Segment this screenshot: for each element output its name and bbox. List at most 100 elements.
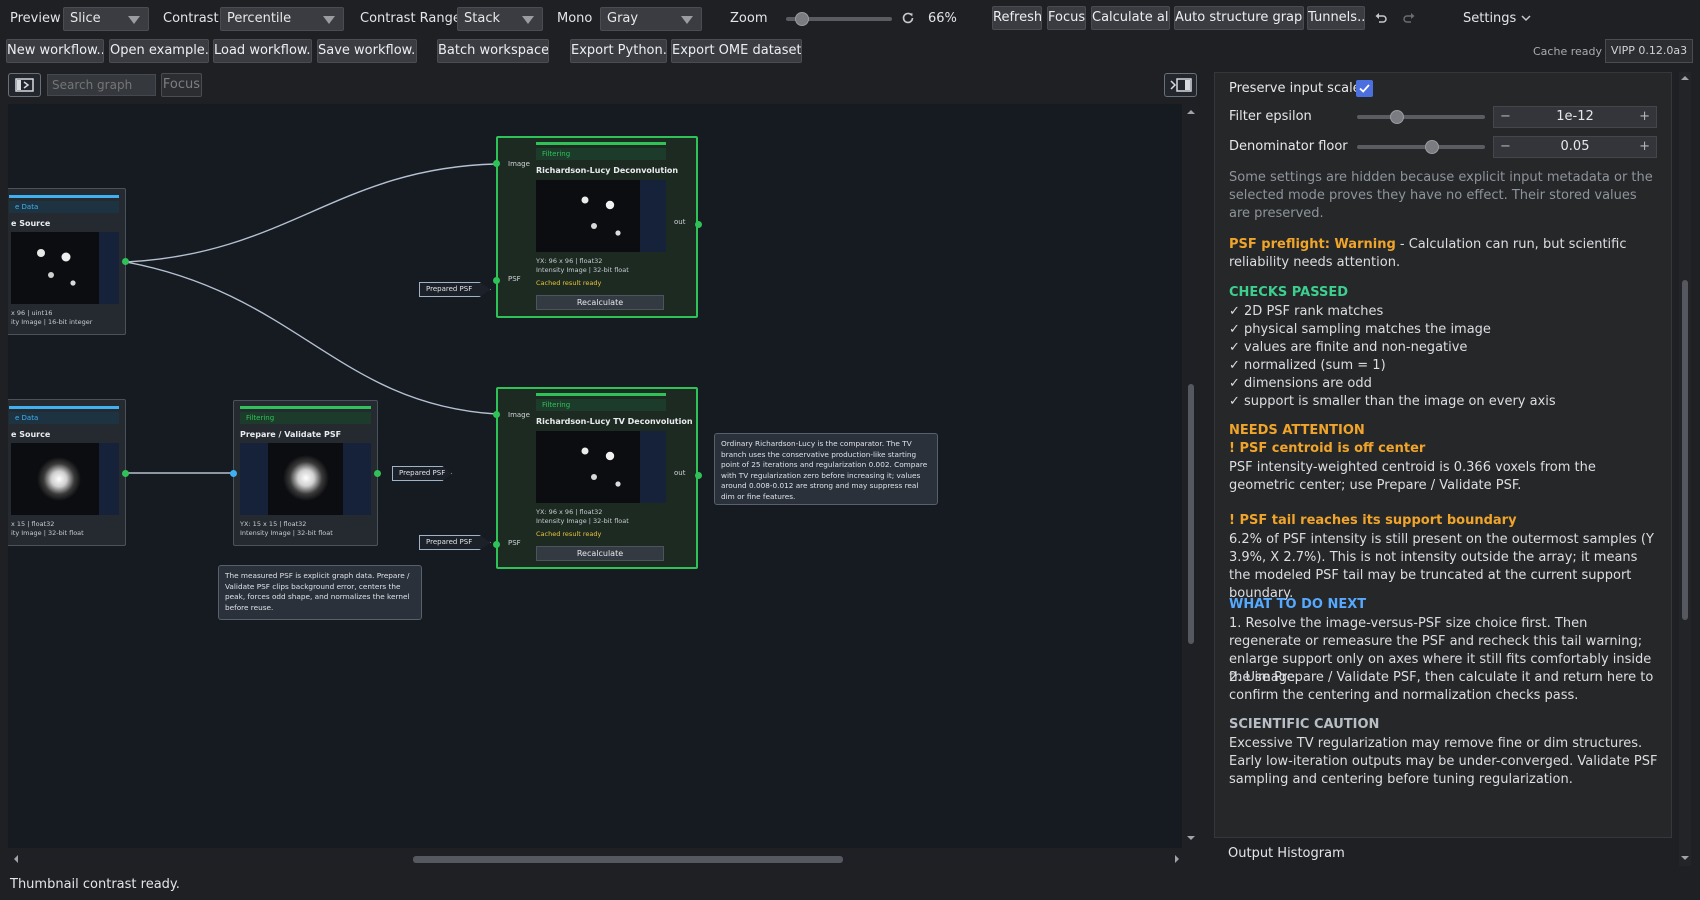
check-item: ✓ physical sampling matches the image [1229,322,1491,337]
plus-icon[interactable]: + [1639,109,1650,124]
minus-icon[interactable]: − [1500,109,1511,124]
port-in-image-rl[interactable] [493,160,500,167]
toggle-sidebar-button[interactable] [8,73,41,97]
settings-label[interactable]: Settings [1463,11,1517,26]
export-python-button[interactable]: Export Python... [570,39,667,63]
canvas-hscroll-thumb[interactable] [413,856,843,863]
scroll-down-icon[interactable] [1679,852,1691,864]
focus-button[interactable]: Focus [1047,6,1086,30]
slider-thumb[interactable] [1390,110,1404,124]
node-richardson-lucy[interactable]: Filtering Richardson-Lucy Deconvolution … [496,136,698,318]
contrast-select[interactable]: Percentile [220,7,344,31]
inspector-toggle-icon [1170,78,1192,92]
scroll-up-icon[interactable] [1679,72,1691,84]
port-label-image: Image [508,411,530,419]
search-graph-input[interactable] [47,74,156,96]
canvas-vertical-scrollbar[interactable] [1185,104,1197,848]
scroll-down-icon[interactable] [1185,832,1197,844]
tunnels-button[interactable]: Tunnels... [1307,6,1365,30]
node-image-source[interactable]: e Data e Source x 96 | uint16 ity Image … [8,188,126,335]
node-meta-shape: YX: 15 x 15 | float32 [240,520,307,528]
contrast-range-select-value: Stack [464,11,500,26]
inspector-panel: Preserve input scale Filter epsilon − 1e… [1214,72,1672,838]
node-richardson-lucy-tv[interactable]: Filtering Richardson-Lucy TV Deconvoluti… [496,387,698,569]
port-out-rltv[interactable] [695,472,702,479]
auto-structure-graph-button[interactable]: Auto structure graph [1174,6,1304,30]
port-in-psf-rltv[interactable] [493,541,500,548]
mono-select[interactable]: Gray [600,7,702,31]
save-workflow-button[interactable]: Save workflow... [317,39,417,63]
port-in-image-rltv[interactable] [493,411,500,418]
new-workflow-button[interactable]: New workflow... [6,39,104,63]
preview-select-value: Slice [70,11,101,26]
refresh-button[interactable]: Refresh [992,6,1042,30]
prepared-psf-input-tag[interactable]: Prepared PSF [419,535,491,550]
node-title: e Source [11,430,51,439]
prepared-psf-input-tag[interactable]: Prepared PSF [419,282,491,297]
port-in-prepare[interactable] [230,470,237,477]
minus-icon[interactable]: − [1500,139,1511,154]
preserve-input-scale-checkbox[interactable] [1356,80,1373,97]
what-to-do-next-heading: WHAT TO DO NEXT [1229,597,1367,612]
slider-thumb[interactable] [1425,140,1439,154]
scientific-caution-heading: SCIENTIFIC CAUTION [1229,717,1380,732]
batch-workspace-button[interactable]: Batch workspace... [437,39,549,63]
graph-edges [125,163,497,474]
mono-select-value: Gray [607,11,639,26]
undo-icon[interactable] [1374,11,1388,25]
denominator-floor-label: Denominator floor [1229,139,1348,154]
sidebar-toggle-icon [15,78,34,92]
scroll-left-icon[interactable] [10,853,22,865]
recalculate-button[interactable]: Recalculate [536,546,664,561]
preview-select[interactable]: Slice [63,7,149,31]
hidden-settings-note: Some settings are hidden because explici… [1229,170,1653,221]
canvas-vscroll-thumb[interactable] [1188,384,1194,644]
output-histogram-heading[interactable]: Output Histogram [1228,846,1345,861]
node-meta-shape: x 15 | float32 [11,520,55,528]
calculate-all-button[interactable]: Calculate all [1091,6,1170,30]
check-item: ✓ 2D PSF rank matches [1229,304,1384,319]
node-title: Richardson-Lucy Deconvolution [536,166,679,175]
open-example-button[interactable]: Open example... [109,39,209,63]
load-workflow-button[interactable]: Load workflow... [213,39,312,63]
redo-icon[interactable] [1402,11,1416,25]
node-category-bar [536,393,666,396]
port-out-source1[interactable] [122,258,129,265]
plus-icon[interactable]: + [1639,139,1650,154]
filter-epsilon-spinbox[interactable]: − 1e-12 + [1493,106,1657,128]
node-thumbnail [11,443,119,515]
note-tv-comparison[interactable]: Ordinary Richardson-Lucy is the comparat… [714,433,938,505]
port-out-source2[interactable] [122,470,129,477]
preview-label: Preview [10,11,61,26]
contrast-range-select[interactable]: Stack [457,7,543,31]
chevron-down-icon [323,16,335,24]
port-out-rl[interactable] [695,221,702,228]
prepared-psf-output-tag[interactable]: Prepared PSF [392,466,452,481]
preserve-input-scale-label: Preserve input scale [1229,81,1361,96]
scroll-right-icon[interactable] [1171,853,1183,865]
toggle-inspector-button[interactable] [1164,73,1197,97]
scientific-caution-text: Excessive TV regularization may remove f… [1229,736,1658,787]
node-meta-type: ity Image | 32-bit float [11,529,84,537]
export-ome-dataset-button[interactable]: Export OME dataset... [671,39,802,63]
graph-focus-button[interactable]: Focus [161,73,202,97]
panel-vertical-scrollbar[interactable] [1679,72,1691,866]
panel-vscroll-thumb[interactable] [1682,280,1688,620]
node-psf-source[interactable]: e Data e Source x 15 | float32 ity Image… [8,399,126,546]
denominator-floor-spinbox[interactable]: − 0.05 + [1493,136,1657,158]
note-psf-explanation[interactable]: The measured PSF is explicit graph data.… [218,565,422,620]
graph-canvas[interactable]: e Data e Source x 96 | uint16 ity Image … [8,104,1182,848]
next-step-1: 1. Resolve the image-versus-PSF size cho… [1229,616,1652,685]
port-label-psf: PSF [508,275,521,283]
chevron-down-icon[interactable] [1520,13,1532,23]
recalculate-button[interactable]: Recalculate [536,295,664,310]
zoom-slider-thumb[interactable] [795,12,810,26]
psf-preflight-text: - Calculation can run, but scientific re… [1229,237,1627,270]
psf-preflight-status: PSF preflight: Warning - Calculation can… [1229,236,1659,272]
canvas-horizontal-scrollbar[interactable] [8,853,1185,865]
node-prepare-validate-psf[interactable]: Filtering Prepare / Validate PSF YX: 15 … [233,400,378,546]
reset-zoom-icon[interactable] [901,11,915,25]
scroll-up-icon[interactable] [1185,106,1197,118]
port-in-psf-rl[interactable] [493,277,500,284]
port-out-prepare[interactable] [374,470,381,477]
